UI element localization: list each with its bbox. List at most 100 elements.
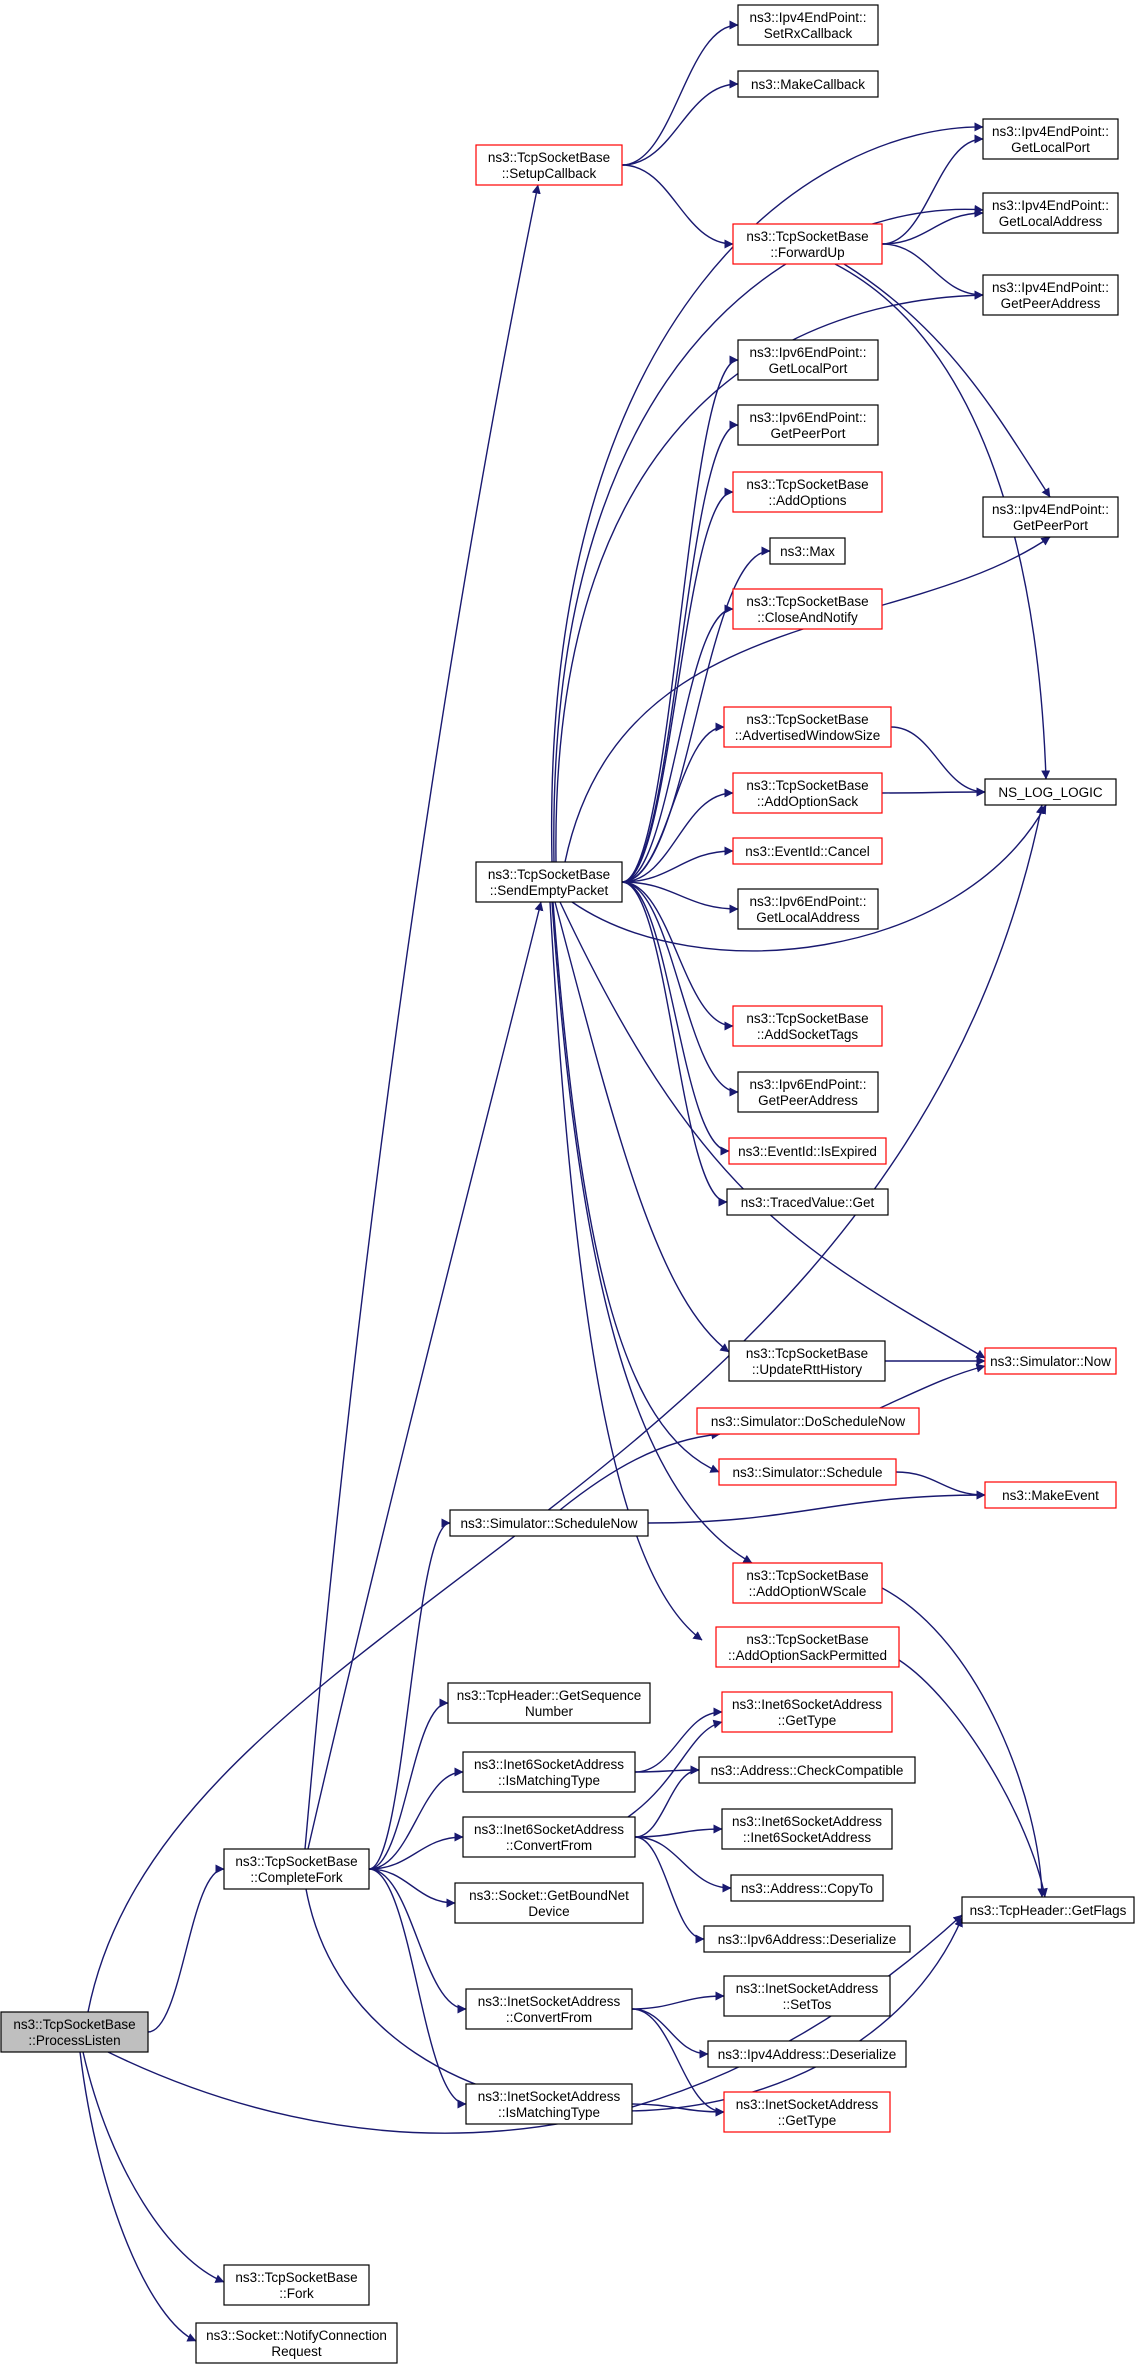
node-ipv4localport[interactable]: ns3::Ipv4EndPoint::GetLocalPort — [982, 118, 1119, 160]
node-checkcompat[interactable]: ns3::Address::CheckCompatible — [698, 1756, 916, 1784]
node-updatertt[interactable]: ns3::TcpSocketBase::UpdateRttHistory — [728, 1340, 886, 1382]
node-getflags[interactable]: ns3::TcpHeader::GetFlags — [961, 1896, 1135, 1924]
node-i4convertfrom[interactable]: ns3::InetSocketAddress::ConvertFrom — [465, 1988, 633, 2030]
node-box — [223, 2264, 370, 2306]
node-setupcallback[interactable]: ns3::TcpSocketBase::SetupCallback — [475, 144, 623, 186]
node-box — [982, 192, 1119, 234]
node-schedulenow[interactable]: ns3::Simulator::ScheduleNow — [449, 1509, 649, 1537]
node-i4ismatching[interactable]: ns3::InetSocketAddress::IsMatchingType — [465, 2083, 633, 2125]
edge-completefork-to-i6convertfrom — [368, 1832, 464, 1870]
node-doschedulenow[interactable]: ns3::Simulator::DoScheduleNow — [696, 1407, 920, 1435]
node-label: ns3::InetSocketAddress — [478, 2089, 621, 2104]
node-fork[interactable]: ns3::TcpSocketBase::Fork — [223, 2264, 370, 2306]
node-label: ns3::Ipv6EndPoint:: — [749, 410, 866, 425]
edge-sendemptypacket-to-ipv6peeraddr — [621, 881, 739, 1097]
node-box — [721, 1808, 893, 1850]
node-ipv4peeraddr[interactable]: ns3::Ipv4EndPoint::GetPeerAddress — [982, 274, 1119, 316]
node-completefork[interactable]: ns3::TcpSocketBase::CompleteFork — [223, 1848, 370, 1890]
node-label: ns3::InetSocketAddress — [736, 2097, 879, 2112]
node-makeevent[interactable]: ns3::MakeEvent — [984, 1481, 1117, 1509]
node-label: Request — [271, 2344, 322, 2359]
node-i6ismatching[interactable]: ns3::Inet6SocketAddress::IsMatchingType — [462, 1751, 636, 1793]
edge-forwardup-to-ipv4localport — [881, 134, 984, 245]
edge-sendemptypacket-to-closeandnotify — [621, 604, 734, 883]
node-box — [698, 1756, 916, 1784]
node-label: ns3::Address::CheckCompatible — [711, 1763, 904, 1778]
node-cancel[interactable]: ns3::EventId::Cancel — [732, 837, 883, 865]
node-label: ns3::Address::CopyTo — [741, 1881, 873, 1896]
node-label: ns3::Ipv4EndPoint:: — [749, 10, 866, 25]
node-label: ns3::TcpSocketBase — [746, 1568, 868, 1583]
nodes-layer: ns3::TcpSocketBase::ProcessListenns3::Tc… — [0, 4, 1135, 2364]
node-box — [223, 1848, 370, 1890]
node-ipv6localaddr[interactable]: ns3::Ipv6EndPoint::GetLocalAddress — [737, 888, 879, 930]
node-box — [984, 1481, 1117, 1509]
node-label: ns3::Inet6SocketAddress — [732, 1697, 882, 1712]
node-setrxcallback[interactable]: ns3::Ipv4EndPoint::SetRxCallback — [737, 4, 879, 46]
node-ipv4localaddr[interactable]: ns3::Ipv4EndPoint::GetLocalAddress — [982, 192, 1119, 234]
node-box — [737, 339, 879, 381]
node-label: ::ProcessListen — [28, 2033, 120, 2048]
node-label: ns3::MakeCallback — [751, 77, 865, 92]
node-nslog[interactable]: NS_LOG_LOGIC — [984, 778, 1117, 806]
node-label: ns3::Ipv6EndPoint:: — [749, 345, 866, 360]
node-label: ::AddOptionSack — [757, 794, 859, 809]
node-box — [718, 1458, 897, 1486]
node-advwindow[interactable]: ns3::TcpSocketBase::AdvertisedWindowSize — [723, 706, 892, 748]
node-label: ns3::TcpSocketBase — [235, 1854, 357, 1869]
node-i6ctor[interactable]: ns3::Inet6SocketAddress::Inet6SocketAddr… — [721, 1808, 893, 1850]
node-copyto[interactable]: ns3::Address::CopyTo — [730, 1874, 884, 1902]
node-box — [723, 706, 892, 748]
node-label: GetPeerPort — [770, 426, 845, 441]
node-ipv4peerport[interactable]: ns3::Ipv4EndPoint::GetPeerPort — [982, 496, 1119, 538]
edge-sendemptypacket-to-addsockettags — [621, 881, 734, 1031]
node-addoptions[interactable]: ns3::TcpSocketBase::AddOptions — [732, 471, 883, 513]
node-max[interactable]: ns3::Max — [769, 537, 846, 565]
node-box — [447, 1682, 651, 1724]
node-ipv6peeraddr[interactable]: ns3::Ipv6EndPoint::GetPeerAddress — [737, 1071, 879, 1113]
node-ipv4deser[interactable]: ns3::Ipv4Address::Deserialize — [707, 2040, 907, 2068]
node-addsockettags[interactable]: ns3::TcpSocketBase::AddSocketTags — [732, 1005, 883, 1047]
node-box — [732, 471, 883, 513]
node-closeandnotify[interactable]: ns3::TcpSocketBase::CloseAndNotify — [732, 588, 883, 630]
node-i6gettype[interactable]: ns3::Inet6SocketAddress::GetType — [721, 1691, 893, 1733]
node-now[interactable]: ns3::Simulator::Now — [984, 1347, 1117, 1375]
node-i4gettype[interactable]: ns3::InetSocketAddress::GetType — [723, 2091, 891, 2133]
node-label: ::CompleteFork — [250, 1870, 343, 1885]
edge-sendemptypacket-to-ipv4localaddr — [553, 204, 984, 863]
node-addoptionsack[interactable]: ns3::TcpSocketBase::AddOptionSack — [732, 772, 883, 814]
node-box — [462, 1816, 636, 1858]
node-ipv6peerport[interactable]: ns3::Ipv6EndPoint::GetPeerPort — [737, 404, 879, 446]
node-i6convertfrom[interactable]: ns3::Inet6SocketAddress::ConvertFrom — [462, 1816, 636, 1858]
node-box — [961, 1896, 1135, 1924]
edge-sendemptypacket-to-now — [559, 901, 986, 1359]
node-makecallback[interactable]: ns3::MakeCallback — [737, 70, 879, 98]
edge-schedulenow-to-makeevent — [647, 1490, 986, 1524]
node-addoptionsackperm[interactable]: ns3::TcpSocketBase::AddOptionSackPermitt… — [715, 1626, 900, 1668]
node-label: ns3::Ipv6Address::Deserialize — [718, 1932, 897, 1947]
node-forwardup[interactable]: ns3::TcpSocketBase::ForwardUp — [732, 223, 883, 265]
node-label: ns3::Max — [780, 544, 835, 559]
edge-processlisten-to-completefork — [147, 1864, 225, 2033]
node-tracedget[interactable]: ns3::TracedValue::Get — [726, 1188, 889, 1216]
node-isexpired[interactable]: ns3::EventId::IsExpired — [728, 1137, 887, 1165]
node-label: ::SetTos — [783, 1997, 832, 2012]
node-addoptionwscale[interactable]: ns3::TcpSocketBase::AddOptionWScale — [732, 1562, 883, 1604]
node-box — [696, 1407, 920, 1435]
node-label: ns3::TcpHeader::GetSequence — [457, 1688, 642, 1703]
node-schedule[interactable]: ns3::Simulator::Schedule — [718, 1458, 897, 1486]
node-box — [721, 1691, 893, 1733]
node-label: ns3::TcpSocketBase — [488, 150, 610, 165]
node-ipv6deser[interactable]: ns3::Ipv6Address::Deserialize — [703, 1925, 911, 1953]
node-ipv6localport[interactable]: ns3::Ipv6EndPoint::GetLocalPort — [737, 339, 879, 381]
node-label: ::ConvertFrom — [506, 2010, 592, 2025]
node-sendemptypacket[interactable]: ns3::TcpSocketBase::SendEmptyPacket — [475, 861, 623, 903]
node-settos[interactable]: ns3::InetSocketAddress::SetTos — [723, 1975, 891, 2017]
node-label: ns3::TcpSocketBase — [746, 1011, 868, 1026]
edge-addoptionsackperm-to-getflags — [898, 1659, 1048, 1898]
node-box — [732, 588, 883, 630]
node-box — [769, 537, 846, 565]
